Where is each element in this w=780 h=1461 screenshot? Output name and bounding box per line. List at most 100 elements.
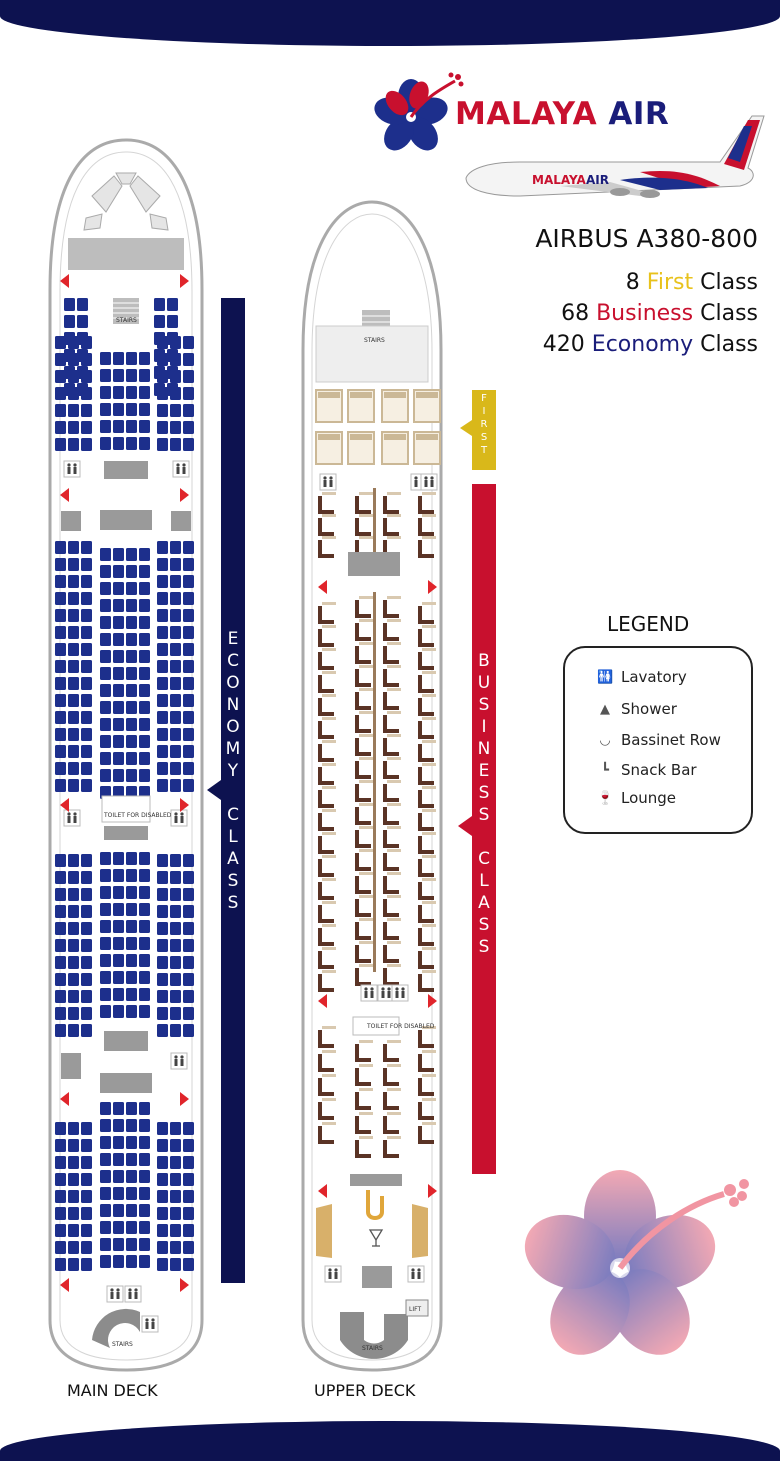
business-class-seat[interactable]: [355, 1040, 373, 1062]
economy-seat[interactable]: [126, 369, 137, 382]
business-class-seat[interactable]: [318, 1098, 336, 1120]
business-class-seat[interactable]: [355, 619, 373, 641]
economy-seat[interactable]: [81, 1258, 92, 1271]
economy-seat[interactable]: [68, 541, 79, 554]
business-class-seat[interactable]: [383, 872, 401, 894]
economy-seat[interactable]: [55, 1007, 66, 1020]
economy-seat[interactable]: [126, 869, 137, 882]
economy-seat[interactable]: [100, 920, 111, 933]
economy-seat[interactable]: [183, 609, 194, 622]
economy-seat[interactable]: [81, 677, 92, 690]
economy-seat[interactable]: [113, 920, 124, 933]
economy-seat[interactable]: [157, 1122, 168, 1135]
economy-seat[interactable]: [100, 937, 111, 950]
economy-seat[interactable]: [170, 905, 181, 918]
economy-seat[interactable]: [170, 558, 181, 571]
business-class-seat[interactable]: [355, 1136, 373, 1158]
economy-seat[interactable]: [81, 1122, 92, 1135]
business-class-seat[interactable]: [355, 1064, 373, 1086]
economy-seat[interactable]: [68, 779, 79, 792]
economy-seat[interactable]: [170, 1207, 181, 1220]
economy-seat[interactable]: [68, 762, 79, 775]
economy-seat[interactable]: [183, 541, 194, 554]
economy-seat[interactable]: [113, 886, 124, 899]
economy-seat[interactable]: [81, 711, 92, 724]
first-class-seat[interactable]: [315, 431, 343, 465]
business-class-seat[interactable]: [418, 740, 436, 762]
economy-seat[interactable]: [183, 1156, 194, 1169]
business-class-seat[interactable]: [355, 711, 373, 733]
economy-seat[interactable]: [55, 990, 66, 1003]
economy-seat[interactable]: [100, 667, 111, 680]
economy-seat[interactable]: [183, 973, 194, 986]
economy-seat[interactable]: [157, 922, 168, 935]
economy-seat[interactable]: [68, 1139, 79, 1152]
economy-seat[interactable]: [139, 852, 150, 865]
economy-seat[interactable]: [55, 370, 66, 383]
economy-seat[interactable]: [55, 1024, 66, 1037]
economy-seat[interactable]: [55, 694, 66, 707]
economy-seat[interactable]: [170, 592, 181, 605]
economy-seat[interactable]: [55, 779, 66, 792]
economy-seat[interactable]: [68, 888, 79, 901]
economy-seat[interactable]: [126, 886, 137, 899]
economy-seat[interactable]: [157, 973, 168, 986]
economy-seat[interactable]: [170, 854, 181, 867]
economy-seat[interactable]: [81, 871, 92, 884]
business-class-seat[interactable]: [383, 619, 401, 641]
economy-seat[interactable]: [55, 905, 66, 918]
business-class-seat[interactable]: [383, 918, 401, 940]
economy-seat[interactable]: [113, 684, 124, 697]
economy-seat[interactable]: [55, 762, 66, 775]
economy-seat[interactable]: [113, 1119, 124, 1132]
economy-seat[interactable]: [183, 888, 194, 901]
economy-seat[interactable]: [170, 438, 181, 451]
economy-seat[interactable]: [68, 1173, 79, 1186]
economy-seat[interactable]: [77, 315, 88, 328]
economy-seat[interactable]: [81, 592, 92, 605]
business-class-seat[interactable]: [383, 492, 401, 514]
economy-seat[interactable]: [183, 990, 194, 1003]
economy-seat[interactable]: [68, 1024, 79, 1037]
business-class-seat[interactable]: [418, 1026, 436, 1048]
economy-seat[interactable]: [183, 1122, 194, 1135]
business-class-seat[interactable]: [355, 734, 373, 756]
economy-seat[interactable]: [68, 905, 79, 918]
economy-seat[interactable]: [55, 438, 66, 451]
economy-seat[interactable]: [157, 762, 168, 775]
business-class-seat[interactable]: [355, 642, 373, 664]
economy-seat[interactable]: [113, 352, 124, 365]
economy-seat[interactable]: [113, 1255, 124, 1268]
economy-seat[interactable]: [113, 667, 124, 680]
economy-seat[interactable]: [139, 769, 150, 782]
economy-seat[interactable]: [55, 745, 66, 758]
economy-seat[interactable]: [100, 769, 111, 782]
economy-seat[interactable]: [183, 1024, 194, 1037]
economy-seat[interactable]: [157, 1241, 168, 1254]
economy-seat[interactable]: [100, 954, 111, 967]
first-class-seat[interactable]: [381, 431, 409, 465]
economy-seat[interactable]: [139, 667, 150, 680]
business-class-seat[interactable]: [418, 878, 436, 900]
economy-seat[interactable]: [183, 370, 194, 383]
economy-seat[interactable]: [170, 1007, 181, 1020]
economy-seat[interactable]: [170, 643, 181, 656]
economy-seat[interactable]: [126, 1204, 137, 1217]
economy-seat[interactable]: [81, 939, 92, 952]
economy-seat[interactable]: [100, 582, 111, 595]
economy-seat[interactable]: [81, 609, 92, 622]
economy-seat[interactable]: [157, 438, 168, 451]
economy-seat[interactable]: [81, 728, 92, 741]
economy-seat[interactable]: [55, 854, 66, 867]
economy-seat[interactable]: [167, 315, 178, 328]
economy-seat[interactable]: [170, 694, 181, 707]
economy-seat[interactable]: [113, 701, 124, 714]
business-class-seat[interactable]: [383, 803, 401, 825]
economy-seat[interactable]: [68, 854, 79, 867]
business-class-seat[interactable]: [418, 970, 436, 992]
economy-seat[interactable]: [183, 762, 194, 775]
economy-seat[interactable]: [157, 905, 168, 918]
business-class-seat[interactable]: [418, 832, 436, 854]
economy-seat[interactable]: [81, 660, 92, 673]
first-class-seat[interactable]: [315, 389, 343, 423]
